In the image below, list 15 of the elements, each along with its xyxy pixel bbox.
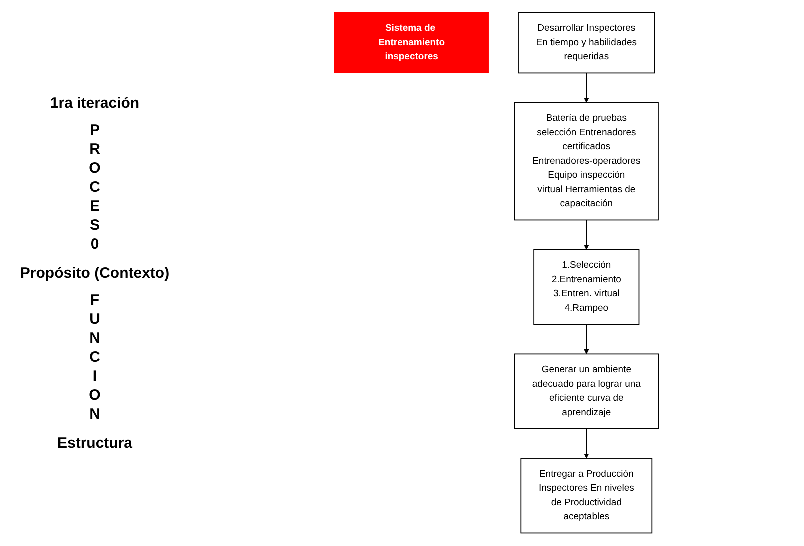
node-box: Entregar a Producción Inspectores En niveles de Productividad aceptables [520,458,653,534]
text-label: Estructura [57,434,133,452]
node-box: Generar un ambiente adecuado para lograr una eficiente curva de aprendizaje [514,354,660,430]
node-box: Batería de pruebas selección Entrenadores certificados Entrenadores-operadores Equipo inspección virtual Herramientas de capacitación [514,102,660,221]
node-box: Sistema de Entrenamiento inspectores [334,12,490,74]
text-label: Propósito (Contexto) [20,264,170,282]
vertical-label: PROCES0 [86,122,104,254]
text-label: 1ra iteración [50,94,140,112]
vertical-label: FUNCION [86,292,104,424]
arrow [584,72,590,104]
node-box: 1.Selección 2.Entrenamiento 3.Entren. virtual 4.Rampeo [534,249,640,326]
arrow [584,428,590,459]
arrow [584,220,590,250]
node-box: Desarrollar Inspectores En tiempo y habilidades requeridas [518,12,656,74]
arrow [584,324,590,354]
